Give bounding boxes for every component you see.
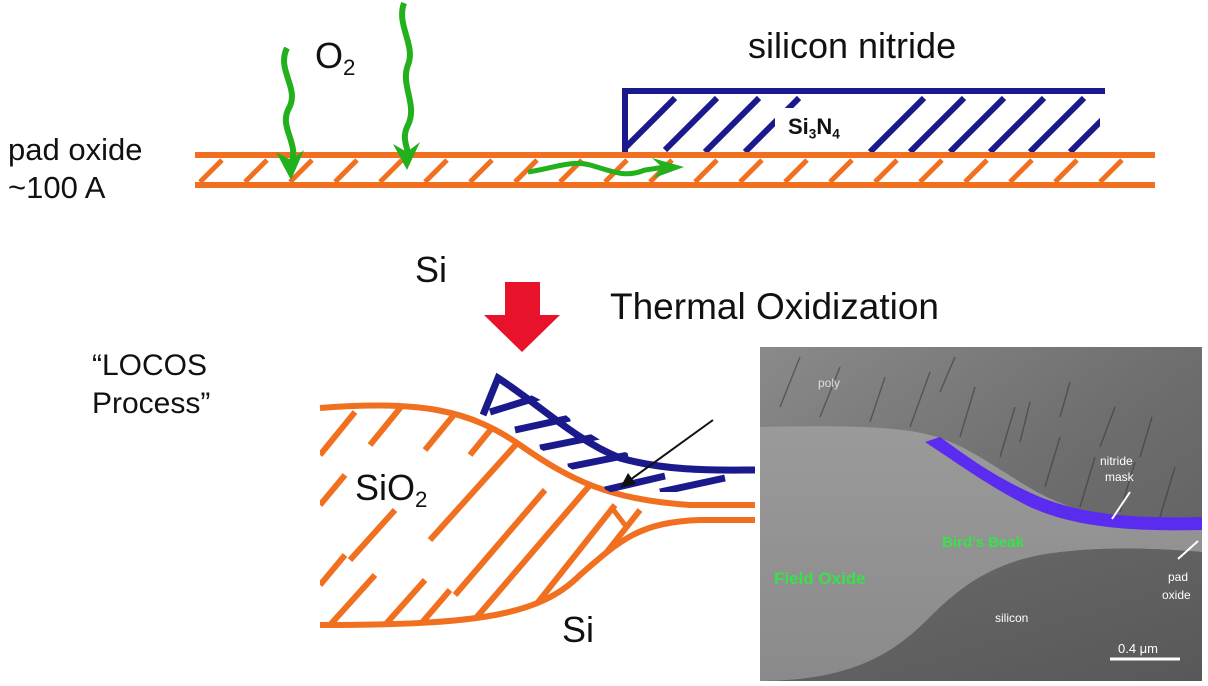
si3n4-label: Si3N4	[788, 114, 840, 142]
micro-poly-label: poly	[818, 376, 840, 390]
micro-oxide-label: oxide	[1162, 588, 1191, 602]
pad-oxide-thickness-label: ~100 A	[8, 170, 106, 205]
tem-micrograph: poly nitride mask Bird's Beak Field Oxid…	[760, 347, 1202, 681]
field-oxide-sio2	[319, 402, 755, 628]
micro-silicon-label: silicon	[995, 611, 1028, 625]
micro-scale-label: 0.4 μm	[1118, 641, 1158, 656]
locos-label-line2: Process”	[92, 387, 211, 420]
sio2-label: SiO2	[355, 467, 428, 513]
micro-birds-beak-label: Bird's Beak	[942, 534, 1025, 551]
micro-pad-label: pad	[1168, 570, 1188, 584]
oxygen-label: O2	[315, 35, 356, 81]
micro-nitride-label: nitride	[1100, 454, 1133, 468]
micro-field-oxide-label: Field Oxide	[774, 569, 866, 588]
oxygen-arrow-right	[393, 1, 420, 170]
silicon-nitride-label: silicon nitride	[748, 25, 957, 66]
tem-micrograph-image: poly nitride mask Bird's Beak Field Oxid…	[760, 347, 1202, 681]
process-arrow	[484, 282, 560, 352]
thermal-oxidization-label: Thermal Oxidization	[610, 286, 940, 327]
silicon-nitride-block	[622, 88, 1105, 152]
oxygen-lateral-diffusion-arrow	[527, 158, 684, 178]
si-substrate-label-top: Si	[415, 249, 448, 290]
micro-mask-label: mask	[1105, 470, 1135, 484]
oxygen-arrow-left	[276, 46, 304, 180]
nitride-mask-bent	[479, 372, 756, 492]
si-substrate-label-bottom: Si	[562, 609, 595, 650]
pad-oxide-label: pad oxide	[8, 132, 143, 167]
birds-beak-pointer-arrow	[620, 419, 714, 488]
locos-label-line1: “LOCOS	[92, 349, 208, 382]
